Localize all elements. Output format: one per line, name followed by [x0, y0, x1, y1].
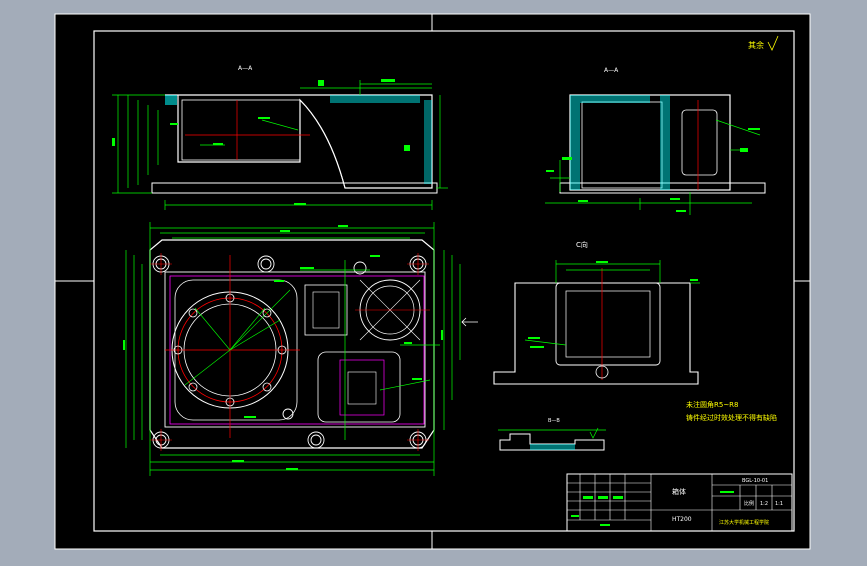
view-c: C向 — [493, 240, 700, 385]
hatch-right-top — [580, 95, 650, 103]
hatch-wall-left — [165, 95, 177, 105]
bore-bolt-holes — [173, 293, 287, 407]
centering-marks — [55, 14, 810, 549]
right-box-outline — [569, 94, 731, 191]
title-sheet: 1:1 — [775, 501, 783, 507]
dimension-markers-view-c — [528, 261, 698, 348]
pocket-lower — [317, 351, 401, 423]
hatch-right-wall — [660, 95, 670, 190]
corner-roughness-note: 其余 — [748, 40, 764, 50]
paper-sheet — [54, 13, 811, 550]
view-label-b-b: B—B — [548, 418, 560, 424]
title-drawing-number: BGL-10-01 — [742, 478, 768, 484]
b-b-hatch — [530, 444, 575, 450]
title-block-grid — [567, 474, 792, 531]
dimension-markers-right — [546, 128, 760, 212]
title-scale-value: 1:2 — [760, 501, 768, 507]
plan-inner-outline — [164, 271, 426, 428]
roughness-symbol-icon — [767, 35, 779, 51]
view-label-c: C向 — [576, 240, 588, 249]
title-block-frame — [566, 473, 793, 532]
tech-note-line-2: 铸件经过时效处理不得有缺陷 — [686, 413, 777, 422]
dimension-markers-top — [112, 79, 410, 205]
plan-view — [123, 222, 478, 476]
section-view-a-a-right: A—A — [545, 67, 766, 215]
dimension-lines-right — [545, 119, 761, 215]
tech-note-line-1: 未注圆角R5~R8 — [686, 400, 739, 409]
section-view-a-a: A—A — [112, 65, 448, 210]
sloped-wall — [299, 99, 346, 189]
dimension-lines-view-c — [524, 260, 700, 346]
hatch-wall-top — [330, 95, 420, 103]
pocket-lower-inner — [339, 359, 385, 416]
pocket-upper — [304, 284, 348, 336]
section-label-a-a: A—A — [238, 65, 253, 72]
title-block-entries — [571, 491, 734, 526]
right-box-inner — [581, 101, 663, 189]
b-b-roughness-icon — [589, 427, 599, 439]
pocket-upper-inner — [312, 291, 340, 329]
section-cut-arrow-icon — [461, 317, 478, 327]
pocket-lower-core — [347, 371, 377, 405]
section-label-a-a-right: A—A — [604, 67, 619, 74]
view-c-boss — [595, 365, 609, 379]
dimension-lines-plan — [125, 222, 461, 476]
view-c-window-inner — [565, 290, 651, 358]
inner-cavity — [181, 99, 301, 161]
dimension-markers-plan — [123, 225, 443, 470]
title-school: 江苏大学机械工程学院 — [719, 519, 769, 526]
hatch-wall-right — [424, 100, 432, 184]
b-b-outline — [499, 433, 605, 451]
view-c-outline — [493, 282, 699, 385]
title-block: BGL-10-01 箱体 HT200 比例 1:2 1:1 江苏大学机械工程学院 — [566, 473, 793, 532]
section-view-b-b: B—B — [498, 418, 606, 451]
title-scale-label: 比例 — [744, 500, 754, 507]
hatch-right-left — [570, 95, 580, 190]
title-material: HT200 — [672, 516, 692, 523]
hole-crosshairs — [150, 253, 429, 451]
bore-radial-lines — [184, 289, 291, 386]
title-part-name: 箱体 — [672, 487, 686, 496]
right-inner-port — [681, 109, 718, 176]
view-c-window — [555, 282, 661, 366]
